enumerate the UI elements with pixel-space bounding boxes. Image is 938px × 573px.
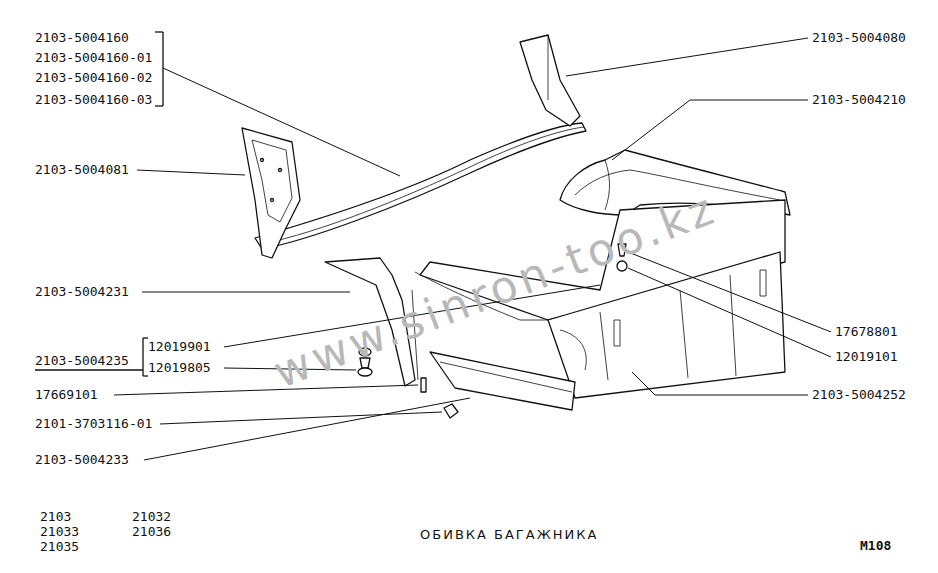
part-number: 12019805 <box>148 360 211 376</box>
part-number: 2101-3703116-01 <box>35 416 152 432</box>
part-number: 12019901 <box>148 339 211 355</box>
part-number: 2103-5004160 <box>35 30 129 46</box>
part-number: 2103-5004160-02 <box>35 70 152 86</box>
sheet-code: M108 <box>860 538 891 554</box>
sheet-title: ОБИВКА БАГАЖНИКА <box>420 527 598 543</box>
model-code: 21036 <box>132 524 171 540</box>
model-code: 21033 <box>40 524 79 540</box>
part-number: 17669101 <box>35 387 98 403</box>
part-number: 2103-5004160-03 <box>35 92 152 108</box>
part-number: 2103-5004210 <box>812 92 906 108</box>
part-number: 2103-5004231 <box>35 284 129 300</box>
part-number: 2103-5004252 <box>812 387 906 403</box>
model-code: 21032 <box>132 509 171 525</box>
part-number: 2103-5004235 <box>35 353 129 369</box>
part-number: 2103-5004080 <box>812 30 906 46</box>
part-number: 12019101 <box>835 349 898 365</box>
part-number: 17678801 <box>835 324 898 340</box>
part-number: 2103-5004233 <box>35 452 129 468</box>
part-number: 2103-5004160-01 <box>35 50 152 66</box>
model-code: 21035 <box>40 539 79 555</box>
model-code: 2103 <box>40 509 71 525</box>
part-number: 2103-5004081 <box>35 162 129 178</box>
